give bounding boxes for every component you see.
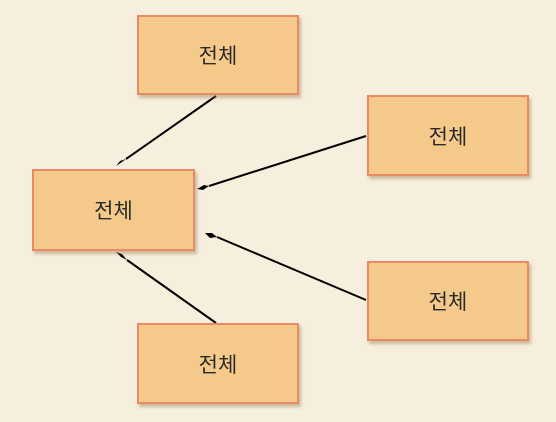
node-right-upper-label: 전체: [428, 124, 468, 149]
connector-right1-center: [208, 135, 367, 187]
connector-right2-center: [216, 236, 367, 301]
connector-bottom-center: [126, 259, 217, 324]
node-right-lower-label: 전체: [428, 290, 468, 314]
node-bottom-label: 전체: [198, 352, 238, 377]
diamond-marker-bottom: [116, 252, 127, 260]
diamond-marker-top: [116, 159, 126, 166]
diamond-marker-right1: [197, 185, 209, 190]
diamond-marker-right2: [205, 233, 217, 238]
connector-top-center: [125, 95, 217, 160]
node-top[interactable]: 전체: [137, 15, 299, 95]
node-right-lower[interactable]: 전체: [367, 261, 529, 341]
node-center-label: 전체: [94, 199, 133, 223]
node-bottom[interactable]: 전체: [137, 323, 299, 404]
node-right-upper[interactable]: 전체: [367, 95, 529, 176]
node-top-label: 전체: [198, 44, 238, 68]
node-center[interactable]: 전체: [32, 169, 195, 251]
